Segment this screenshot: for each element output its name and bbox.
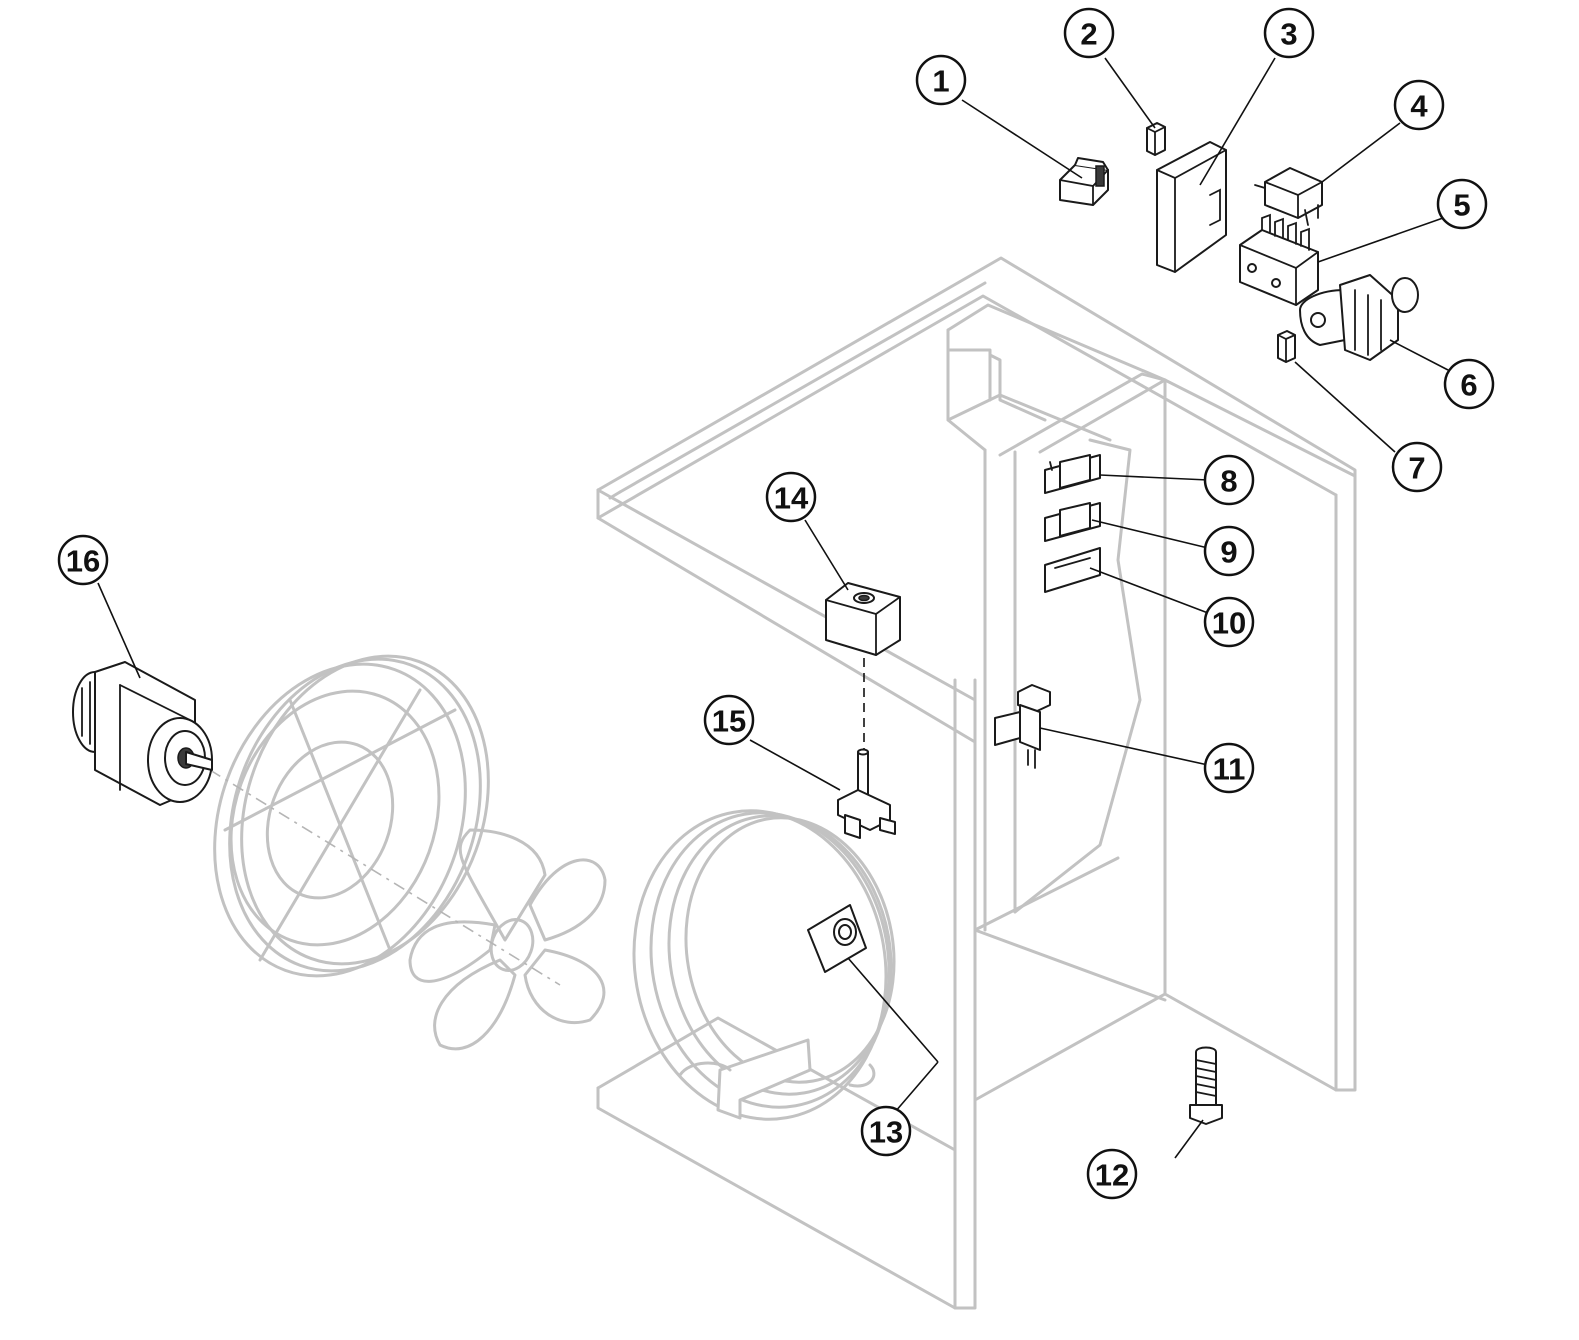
part-1-switch bbox=[1059, 157, 1109, 206]
callout-11: 11 bbox=[1203, 742, 1255, 794]
svg-text:11: 11 bbox=[1213, 752, 1246, 787]
svg-text:2: 2 bbox=[1080, 17, 1097, 52]
callout-14: 14 bbox=[765, 471, 817, 523]
part-15-fitting bbox=[837, 748, 896, 839]
callout-13: 13 bbox=[860, 1105, 912, 1157]
callout-9: 9 bbox=[1203, 525, 1255, 577]
blower-housing bbox=[213, 654, 490, 978]
svg-text:10: 10 bbox=[1212, 606, 1246, 641]
callout-5: 5 bbox=[1436, 178, 1488, 230]
motor-axis-line bbox=[209, 769, 561, 986]
part-13-coil-thermostat bbox=[807, 904, 867, 973]
svg-text:12: 12 bbox=[1095, 1158, 1129, 1193]
heater-coil bbox=[632, 809, 896, 1121]
part-4-relay bbox=[1254, 167, 1323, 226]
part-11-valve bbox=[994, 684, 1051, 769]
svg-text:15: 15 bbox=[712, 704, 746, 739]
callout-12: 12 bbox=[1086, 1148, 1138, 1200]
callout-1: 1 bbox=[915, 54, 967, 106]
callout-10: 10 bbox=[1203, 596, 1255, 648]
part-2-fuse bbox=[1146, 122, 1166, 156]
callout-4: 4 bbox=[1393, 79, 1445, 131]
callout-3: 3 bbox=[1263, 7, 1315, 59]
callout-6: 6 bbox=[1443, 358, 1495, 410]
svg-text:3: 3 bbox=[1280, 17, 1297, 52]
svg-text:13: 13 bbox=[869, 1115, 903, 1150]
part-3-control-board bbox=[1156, 141, 1227, 273]
svg-text:5: 5 bbox=[1453, 188, 1470, 223]
part-14-nut-block bbox=[825, 582, 901, 656]
part-7-fuse bbox=[1277, 330, 1296, 363]
part-16-drive-motor bbox=[72, 661, 213, 806]
part-10-bracket bbox=[1044, 547, 1101, 593]
callout-7: 7 bbox=[1391, 441, 1443, 493]
svg-text:8: 8 bbox=[1220, 464, 1237, 499]
leader-lines bbox=[97, 57, 1449, 1159]
svg-text:4: 4 bbox=[1410, 89, 1428, 124]
callout-8: 8 bbox=[1203, 454, 1255, 506]
callout-16: 16 bbox=[57, 534, 109, 586]
fan-blade bbox=[408, 828, 607, 1051]
svg-text:9: 9 bbox=[1220, 535, 1237, 570]
svg-text:7: 7 bbox=[1408, 451, 1425, 486]
part-12-leveling-leg bbox=[1189, 1046, 1223, 1125]
svg-text:1: 1 bbox=[932, 64, 949, 99]
svg-text:14: 14 bbox=[774, 481, 809, 516]
callout-2: 2 bbox=[1063, 7, 1115, 59]
callout-15: 15 bbox=[703, 694, 755, 746]
part-9-thermostat bbox=[1044, 502, 1101, 542]
cabinet-frame bbox=[596, 256, 1357, 1310]
part-8-thermostat bbox=[1044, 454, 1101, 494]
part-6-timer bbox=[1299, 274, 1419, 361]
part-5-terminal-block bbox=[1239, 213, 1319, 306]
svg-text:16: 16 bbox=[66, 544, 100, 579]
svg-text:6: 6 bbox=[1460, 368, 1477, 403]
